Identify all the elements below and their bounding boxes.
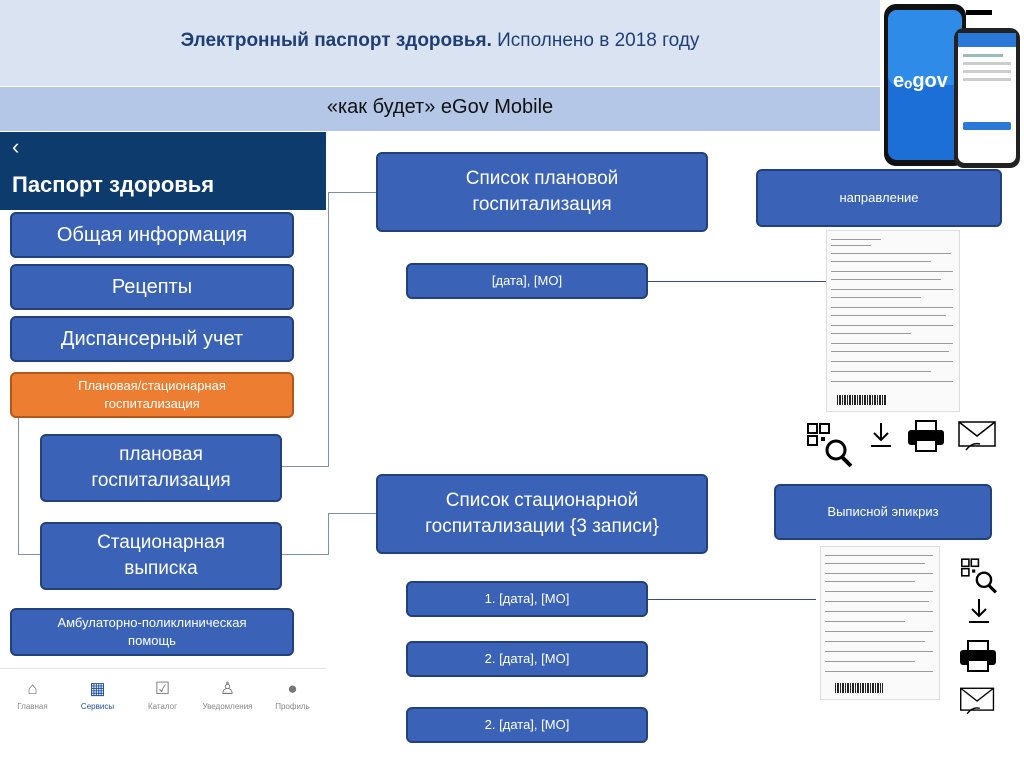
- tab-services-label: Сервисы: [80, 702, 115, 711]
- egov-logo: eₒgov: [893, 70, 948, 92]
- email-icon[interactable]: [956, 418, 1000, 454]
- submenu-discharge[interactable]: Стационарная выписка: [40, 522, 282, 590]
- profile-icon: ●: [287, 679, 298, 698]
- printer-icon[interactable]: [958, 638, 998, 674]
- app-header: [0, 132, 326, 210]
- connector-stationary: [328, 513, 376, 514]
- catalog-icon: ☑: [154, 679, 171, 698]
- referral-label: направление: [756, 169, 1002, 227]
- home-icon: ⌂: [27, 679, 38, 698]
- epicrisis-document-image: [820, 546, 940, 700]
- header-band: [0, 0, 880, 86]
- stationary-list-item[interactable]: 2. [дата], [МО]: [406, 641, 648, 677]
- menu-prescriptions[interactable]: Рецепты: [10, 264, 294, 310]
- subtitle-band: [0, 87, 880, 131]
- connector-planned: [282, 466, 328, 467]
- grid-icon: ▦: [89, 679, 106, 698]
- connector-stationary: [282, 554, 328, 555]
- tab-bar: ⌂Главная ▦Сервисы ☑Каталог ♙Уведомления …: [0, 668, 326, 720]
- printer-icon[interactable]: [906, 418, 946, 454]
- tab-notifications[interactable]: ♙ Уведомления: [195, 669, 260, 711]
- connector-planned: [328, 192, 329, 467]
- tree-connector: [18, 554, 40, 555]
- tree-connector: [18, 418, 19, 554]
- connector-planned: [328, 192, 376, 193]
- menu-dispensary[interactable]: Диспансерный учет: [10, 316, 294, 362]
- tab-catalog[interactable]: ☑ Каталог: [130, 669, 195, 711]
- menu-ambulatory[interactable]: Амбулаторно-поликлиническая помощь: [10, 608, 294, 656]
- stationary-list-item[interactable]: 2. [дата], [МО]: [406, 707, 648, 743]
- stationary-list-item[interactable]: 1. [дата], [МО]: [406, 581, 648, 617]
- tab-profile-label: Профиль: [275, 702, 310, 711]
- email-icon[interactable]: [958, 684, 998, 718]
- qr-search-icon[interactable]: [806, 420, 856, 468]
- tab-catalog-label: Каталог: [147, 702, 178, 711]
- referral-document-image: [826, 230, 960, 412]
- connector-stationary: [328, 513, 329, 555]
- tab-services[interactable]: ▦ Сервисы: [65, 669, 130, 711]
- epicrisis-label: Выписной эпикриз: [774, 484, 992, 540]
- stationary-list-title: Список стационарной госпитализации {3 за…: [376, 474, 708, 554]
- planned-list-item[interactable]: [дата], [МО]: [406, 263, 648, 299]
- slide-title: Электронный паспорт здоровья. Исполнено …: [180, 30, 700, 51]
- download-icon[interactable]: [964, 596, 994, 626]
- planned-list-title: Список плановой госпитализация: [376, 152, 708, 232]
- tab-notifications-label: Уведомления: [202, 702, 253, 711]
- tab-home-label: Главная: [17, 702, 48, 711]
- download-icon[interactable]: [866, 420, 896, 450]
- submenu-planned[interactable]: плановая госпитализация: [40, 434, 282, 502]
- connector-stationary-doc: [648, 599, 816, 600]
- tab-profile[interactable]: ● Профиль: [260, 669, 325, 711]
- qr-search-icon[interactable]: [960, 556, 1000, 594]
- connector-planned-doc: [648, 281, 826, 282]
- app-title: Паспорт здоровья: [12, 172, 215, 197]
- chevron-left-icon[interactable]: ‹: [12, 134, 20, 159]
- slide-subtitle: «как будет» eGov Mobile: [326, 96, 554, 118]
- egov-phones-image: [880, 2, 1024, 170]
- tab-home[interactable]: ⌂ Главная: [0, 669, 65, 711]
- menu-hospitalization[interactable]: Плановая/стационарная госпитализация: [10, 372, 294, 418]
- bell-icon: ♙: [219, 679, 236, 698]
- menu-general-info[interactable]: Общая информация: [10, 212, 294, 258]
